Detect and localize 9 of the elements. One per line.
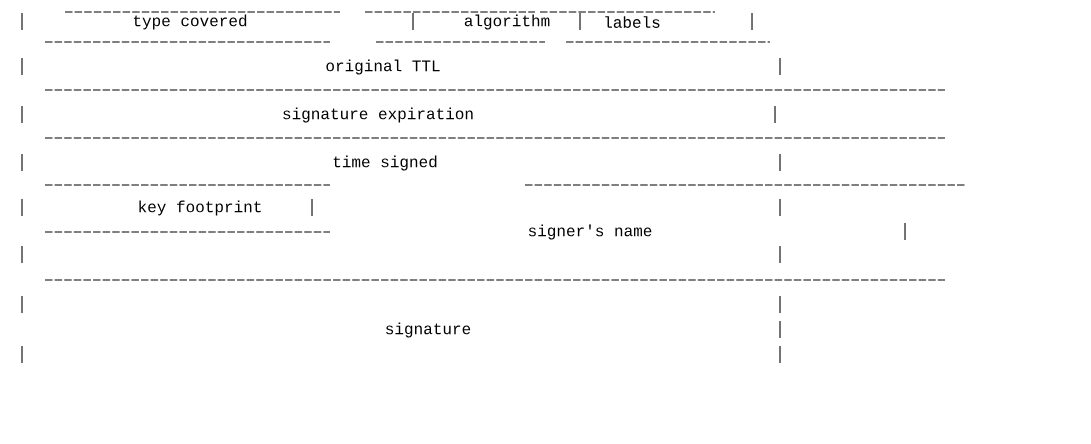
field-label: signer's name (528, 224, 652, 240)
field-label: original TTL (326, 59, 440, 75)
field-label: signature expiration (283, 107, 473, 123)
field-label: key footprint (139, 200, 261, 216)
field-label: time signed (333, 155, 437, 171)
field-label: signature (386, 322, 471, 338)
field-label: algorithm (464, 14, 550, 30)
field-label: labels (605, 16, 660, 28)
field-label: type covered (133, 14, 247, 30)
